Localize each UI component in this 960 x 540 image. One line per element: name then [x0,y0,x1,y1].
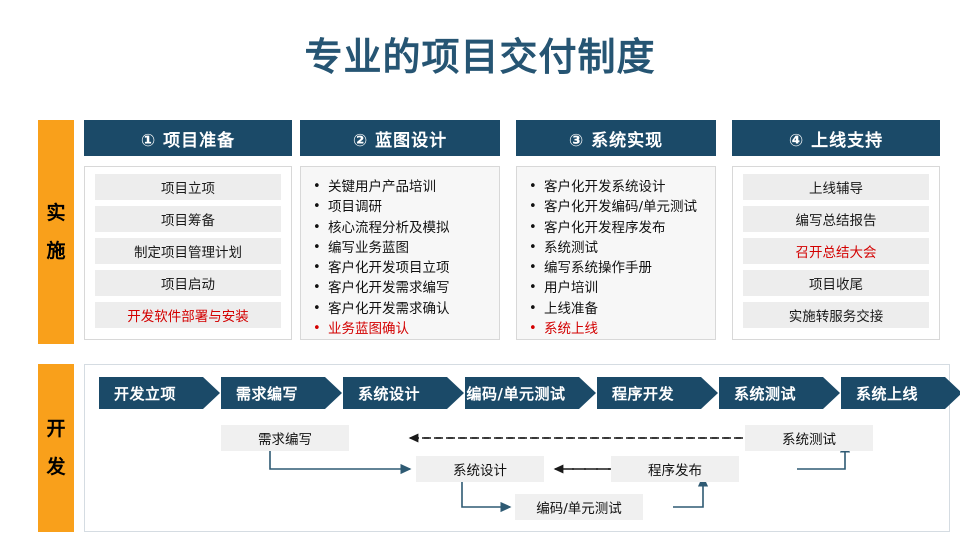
list-item-highlighted[interactable]: 开发软件部署与安装 [95,302,281,328]
list-item[interactable]: 实施转服务交接 [743,302,929,328]
page-title: 专业的项目交付制度 [304,35,656,79]
list-item[interactable]: 项目立项 [95,174,281,200]
implementation-rail-char-1: 实 [46,202,66,224]
phase-chevron-2[interactable]: 需求编写 [221,377,342,409]
list-item-highlighted[interactable]: 系统上线 [529,319,715,340]
phase-column-2-body: 关键用户产品培训 项目调研 核心流程分析及模拟 编写业务蓝图 客户化开发项目立项… [300,166,500,340]
flow-connectors [269,433,851,513]
phase-column-1-body: 项目立项 项目筹备 制定项目管理计划 项目启动 开发软件部署与安装 [84,166,292,340]
phase-chevron-3[interactable]: 系统设计 [343,377,464,409]
implementation-rail: 实 施 [38,120,74,344]
list-item[interactable]: 客户化开发需求确认 [313,299,499,320]
phase-column-1: ① 项目准备 项目立项 项目筹备 制定项目管理计划 项目启动 开发软件部署与安装 [84,120,292,340]
phase-column-1-header: ① 项目准备 [84,120,292,156]
list-item[interactable]: 关键用户产品培训 [313,177,499,198]
development-rail-char-1: 开 [46,418,66,440]
list-item[interactable]: 编写系统操作手册 [529,258,715,279]
phase-column-2: ② 蓝图设计 关键用户产品培训 项目调研 核心流程分析及模拟 编写业务蓝图 客户… [300,120,500,340]
phase-chevron-7[interactable]: 系统上线 [841,377,960,409]
phase-column-3-body: 客户化开发系统设计 客户化开发编码/单元测试 客户化开发程序发布 系统测试 编写… [516,166,716,340]
development-rail-char-2: 发 [46,456,66,478]
phase-column-4-body: 上线辅导 编写总结报告 召开总结大会 项目收尾 实施转服务交接 [732,166,940,340]
list-item[interactable]: 客户化开发需求编写 [313,278,499,299]
list-item[interactable]: 项目启动 [95,270,281,296]
list-item-highlighted[interactable]: 业务蓝图确认 [313,319,499,340]
phase-column-3: ③ 系统实现 客户化开发系统设计 客户化开发编码/单元测试 客户化开发程序发布 … [516,120,716,340]
flow-box-program-release[interactable]: 程序发布 [611,456,739,482]
phase-chevron-4[interactable]: 编码/单元测试 [465,377,596,409]
bullet-list: 客户化开发系统设计 客户化开发编码/单元测试 客户化开发程序发布 系统测试 编写… [517,175,715,340]
list-item[interactable]: 用户培训 [529,278,715,299]
bullet-list: 关键用户产品培训 项目调研 核心流程分析及模拟 编写业务蓝图 客户化开发项目立项… [301,175,499,340]
flow-box-coding-unit-test[interactable]: 编码/单元测试 [515,494,643,520]
development-rail: 开 发 [38,364,74,532]
phase-column-3-header: ③ 系统实现 [516,120,716,156]
list-item[interactable]: 客户化开发编码/单元测试 [529,197,715,218]
phase-column-2-header: ② 蓝图设计 [300,120,500,156]
phase-chevron-1[interactable]: 开发立项 [99,377,220,409]
list-item[interactable]: 项目收尾 [743,270,929,296]
list-item[interactable]: 上线准备 [529,299,715,320]
list-item[interactable]: 客户化开发程序发布 [529,218,715,239]
list-item-highlighted[interactable]: 召开总结大会 [743,238,929,264]
phase-column-4: ④ 上线支持 上线辅导 编写总结报告 召开总结大会 项目收尾 实施转服务交接 [732,120,940,340]
flow-box-requirements[interactable]: 需求编写 [221,425,349,451]
list-item[interactable]: 客户化开发项目立项 [313,258,499,279]
list-item[interactable]: 客户化开发系统设计 [529,177,715,198]
phase-chevron-5[interactable]: 程序开发 [597,377,718,409]
list-item[interactable]: 上线辅导 [743,174,929,200]
list-item[interactable]: 编写业务蓝图 [313,238,499,259]
phase-column-4-header: ④ 上线支持 [732,120,940,156]
implementation-rail-char-2: 施 [46,240,66,262]
list-item[interactable]: 编写总结报告 [743,206,929,232]
list-item[interactable]: 系统测试 [529,238,715,259]
flow-box-system-test[interactable]: 系统测试 [745,425,873,451]
flow-box-system-design[interactable]: 系统设计 [416,456,544,482]
list-item[interactable]: 核心流程分析及模拟 [313,218,499,239]
development-panel: 开发立项 需求编写 系统设计 编码/单元测试 程序开发 系统测试 系统上线 [84,364,960,532]
list-item[interactable]: 项目调研 [313,197,499,218]
list-item[interactable]: 项目筹备 [95,206,281,232]
list-item[interactable]: 制定项目管理计划 [95,238,281,264]
phase-chevron-6[interactable]: 系统测试 [719,377,840,409]
